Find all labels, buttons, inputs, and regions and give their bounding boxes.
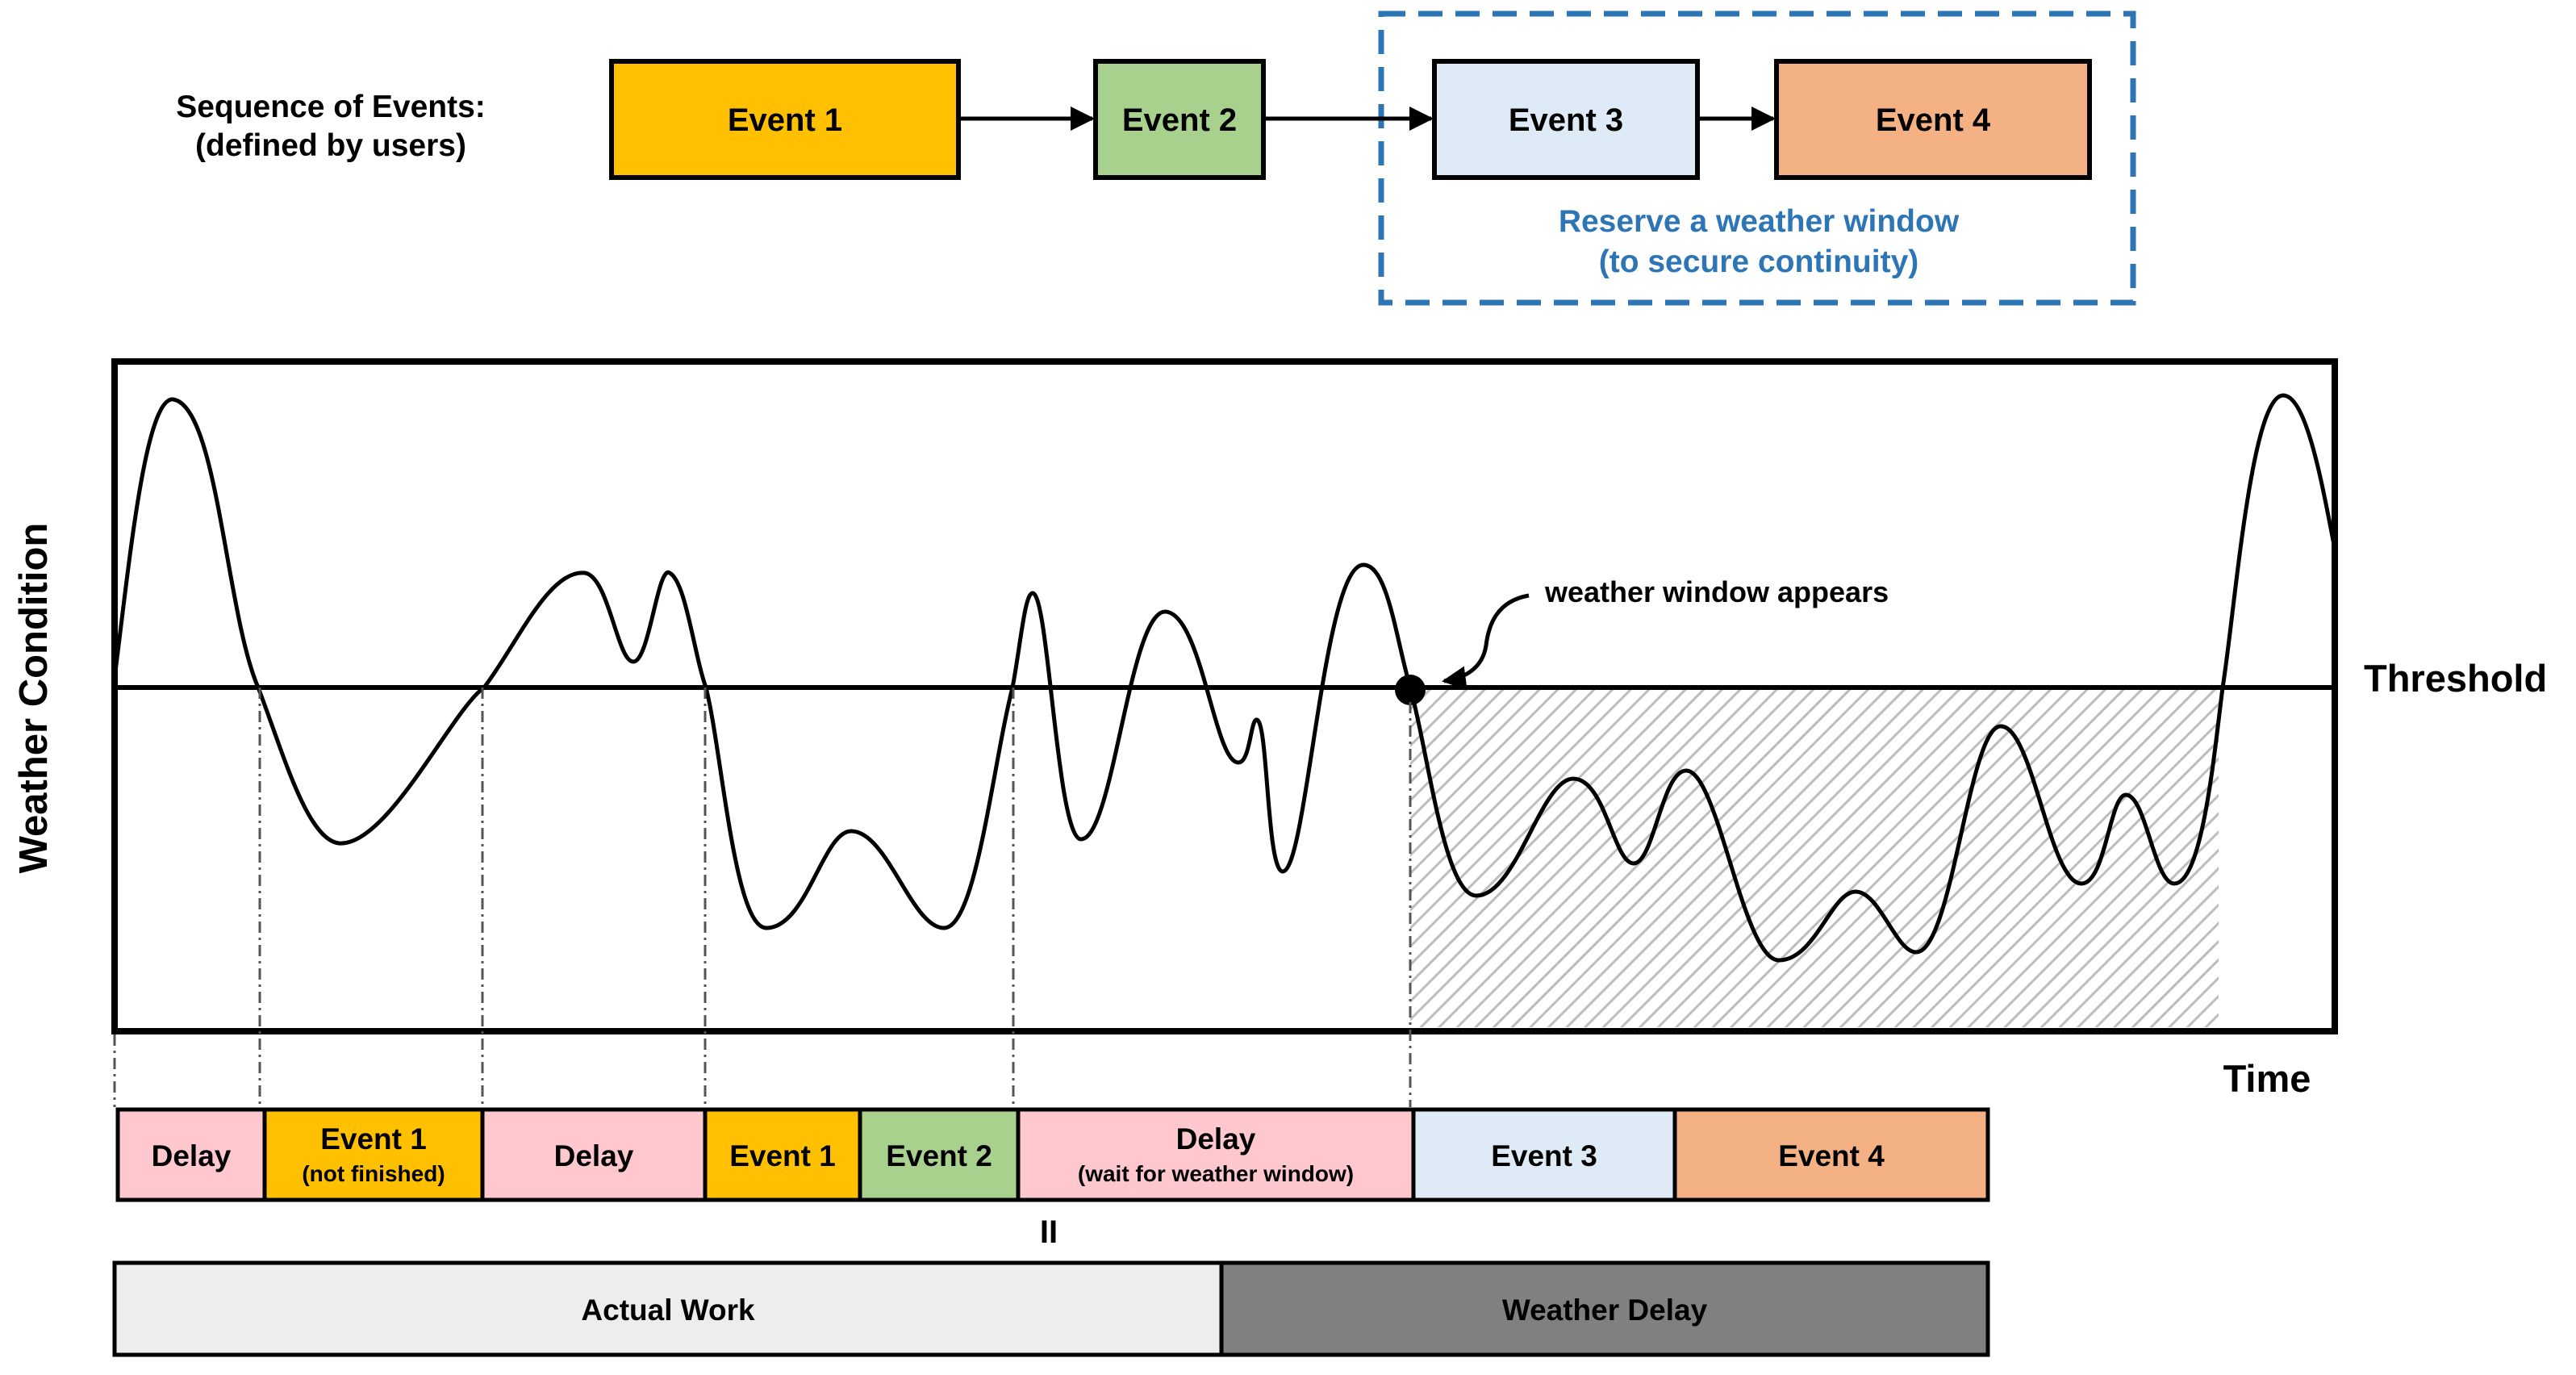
- plot-frame: [111, 358, 2338, 1034]
- timeline-segment-event3: [1411, 1107, 1677, 1202]
- sequence-event-3-box: [1432, 59, 1700, 180]
- timeline-segment-delay-2: [480, 1107, 708, 1202]
- summary-actual-work: [112, 1260, 1224, 1357]
- timeline-segment-event1-partial: [262, 1107, 485, 1202]
- reserve-window-box: [1378, 10, 2136, 306]
- sequence-title-line1: Sequence of Events:: [176, 90, 486, 124]
- timeline-segment-delay-wait-label: Delay: [1176, 1122, 1256, 1156]
- sequence-event-4-label: Event 4: [1876, 102, 1991, 138]
- sequence-event-2-label: Event 2: [1122, 102, 1237, 138]
- equals-sign: II: [1040, 1214, 1058, 1250]
- threshold-label: Threshold: [2364, 657, 2547, 700]
- annotation-arrow: [1442, 593, 1530, 691]
- timeline-segment-event1-partial-label: Event 1: [320, 1122, 427, 1156]
- transition-guide-lines: [113, 688, 1412, 1107]
- timeline-segment-event4-label: Event 4: [1778, 1139, 1885, 1172]
- timeline-segment-event4: [1672, 1107, 1990, 1202]
- sequence-event-1-box: [609, 59, 961, 180]
- weather-curve: [112, 393, 2337, 963]
- weather-window-start-point: [1395, 675, 1426, 705]
- sequence-event-4-box: [1774, 59, 2092, 180]
- summary-weather-delay-label: Weather Delay: [1502, 1294, 1708, 1327]
- timeline-segment-event2: [858, 1107, 1021, 1202]
- timeline-segment-event1-partial-sub: (not finished): [302, 1161, 445, 1186]
- reserve-window-line1: Reserve a weather window: [1559, 204, 1960, 239]
- timeline-bar: Delay Event 1 (not finished) Delay Event…: [115, 1107, 1990, 1202]
- sequence-title-line2: (defined by users): [195, 128, 466, 163]
- reserve-window-line2: (to secure continuity): [1599, 244, 1919, 279]
- timeline-segment-event2-label: Event 2: [886, 1139, 992, 1172]
- summary-bar: Actual Work Weather Delay: [112, 1260, 1990, 1357]
- timeline-segment-delay-2-label: Delay: [554, 1139, 634, 1172]
- sequence-event-1-label: Event 1: [728, 102, 842, 138]
- annotation-weather-window-appears: weather window appears: [1544, 575, 1889, 608]
- summary-actual-work-label: Actual Work: [581, 1294, 755, 1327]
- sequence-event-3-label: Event 3: [1509, 102, 1623, 138]
- y-axis-label: Weather Condition: [12, 523, 56, 874]
- timeline-segment-delay-wait-sub: (wait for weather window): [1078, 1161, 1354, 1186]
- timeline-segment-event1-label: Event 1: [729, 1139, 836, 1172]
- timeline-segment-delay-1-label: Delay: [152, 1139, 232, 1172]
- timeline-segment-event3-label: Event 3: [1491, 1139, 1597, 1172]
- summary-weather-delay: [1219, 1260, 1990, 1357]
- timeline-segment-event1: [703, 1107, 862, 1202]
- sequence-event-2-box: [1093, 59, 1266, 180]
- x-axis-label: Time: [2223, 1057, 2311, 1100]
- weather-window-hatched-area: [1410, 688, 2219, 1027]
